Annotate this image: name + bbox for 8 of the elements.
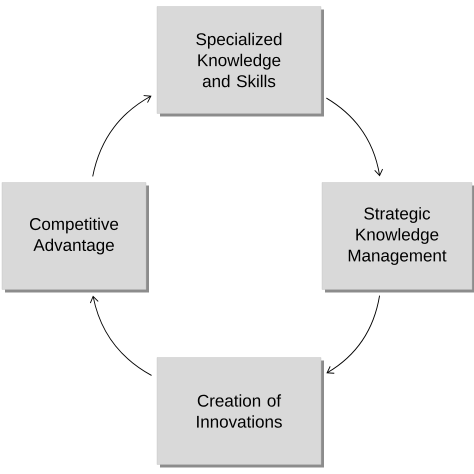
- arrow: [92, 95, 152, 177]
- process-box: Competitive Advantage: [2, 182, 149, 292]
- arrow: [326, 98, 384, 176]
- arrow: [326, 295, 380, 374]
- process-box: Creation of Innovations: [156, 357, 324, 468]
- process-box: Strategic Knowledge Management: [322, 182, 474, 292]
- process-box: Specialized Knowledge and Skills: [156, 6, 324, 116]
- arrow: [90, 296, 152, 376]
